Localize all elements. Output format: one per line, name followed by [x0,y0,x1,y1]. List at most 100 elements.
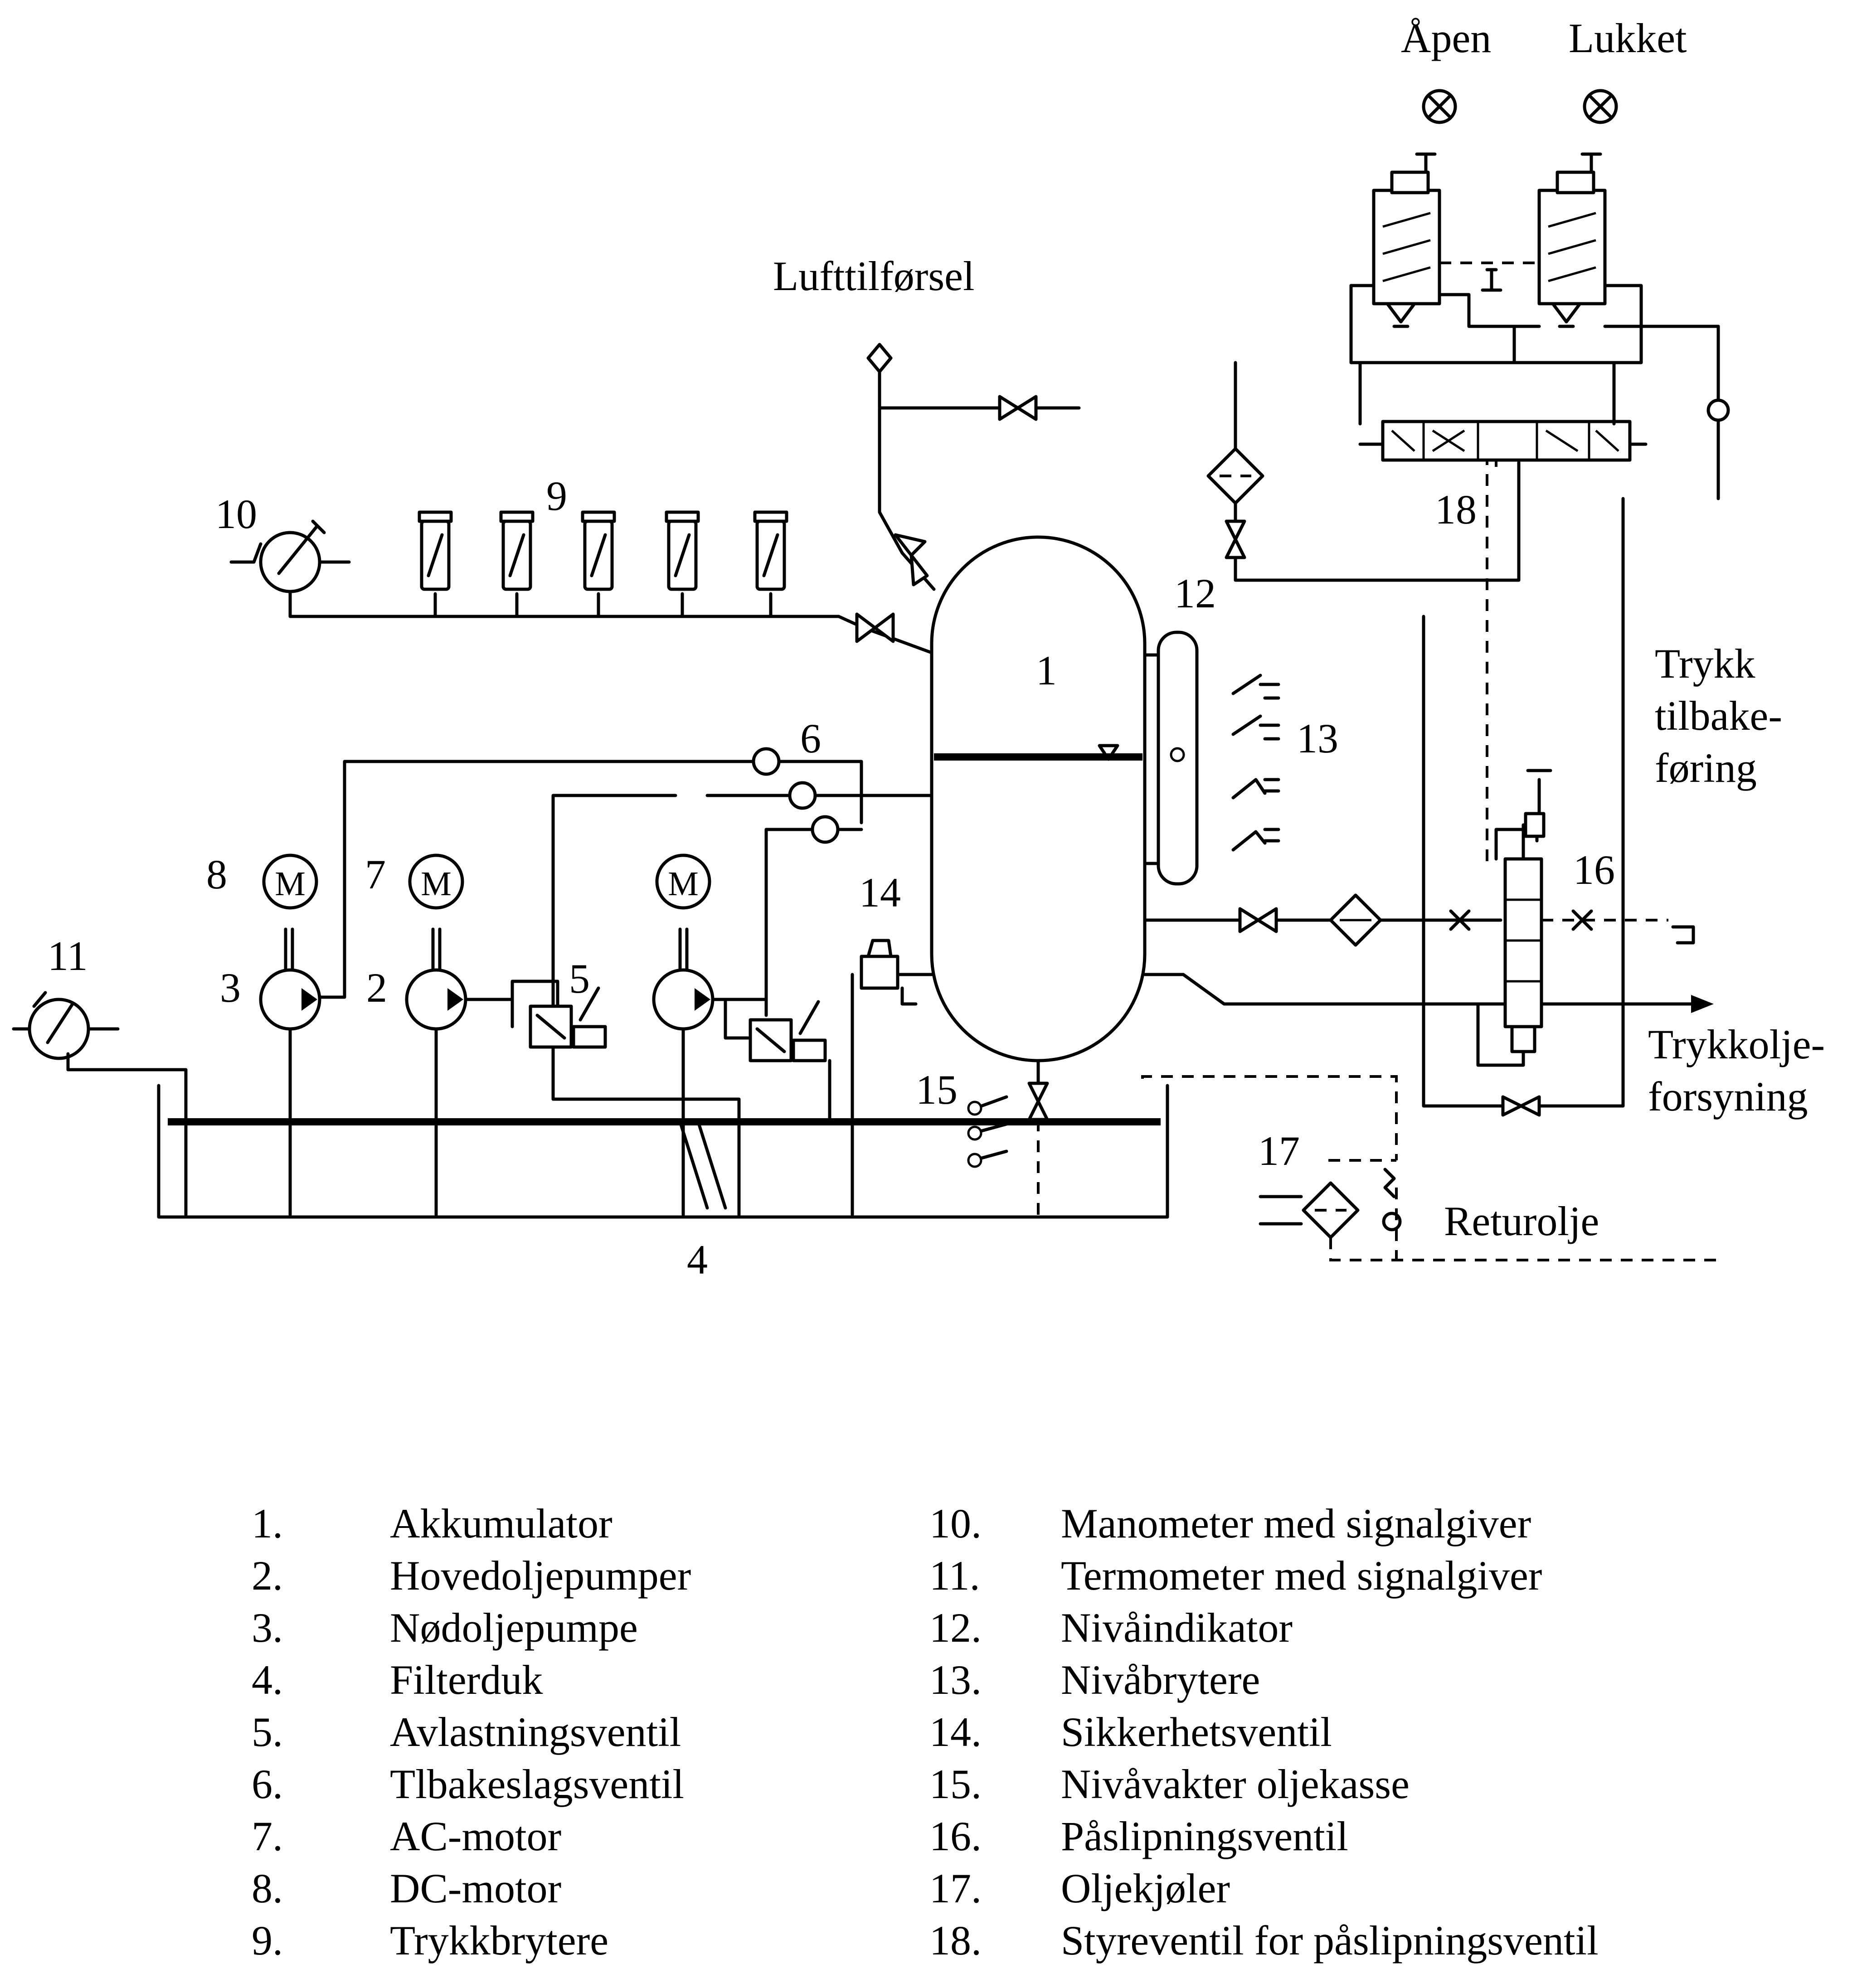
component-number-5: 5 [569,955,590,1002]
level-indicator [1143,630,1199,886]
component-number-1: 1 [1036,647,1057,693]
component-number-6: 6 [800,715,821,761]
component-number-11: 11 [48,933,88,979]
legend-num-14: 14. [929,1709,982,1755]
solenoid-wiring [1349,262,1730,500]
legend-num-5: 5. [252,1709,283,1755]
thermometer-with-signal [12,991,188,1217]
component-number-4: 4 [687,1236,708,1283]
label-pressure-return-3: føring [1655,745,1757,791]
main-pump-2 [652,927,768,1217]
safety-valve [851,939,933,1217]
legend-num-8: 8. [252,1865,283,1911]
component-number-9: 9 [546,473,567,519]
indicator-lamp-closed [1583,89,1618,124]
label-pressure-oil-2: forsyning [1648,1073,1808,1120]
legend-text-4: Filterduk [390,1657,543,1703]
label-pressure-return-2: tilbake- [1655,693,1782,739]
label-pressure-return-1: Trykk [1655,640,1755,687]
pressure-switch-line [288,587,933,655]
legend-num-11: 11. [929,1552,980,1599]
ac-motor-1: M [408,853,464,910]
legend-num-6: 6. [252,1761,283,1807]
legend-text-7: AC-motor [390,1813,562,1859]
legend-text-15: Nivåvakter oljekasse [1061,1761,1410,1807]
legend-num-10: 10. [929,1500,982,1547]
legend: 1. Akkumulator 2. Hovedoljepumper 3. Nød… [0,1491,1857,1988]
legend-text-17: Oljekjøler [1061,1865,1230,1911]
control-filter [1206,361,1521,582]
check-valves [316,747,933,1044]
component-number-18: 18 [1435,486,1477,533]
pressure-switch-4 [665,510,700,591]
legend-text-1: Akkumulator [390,1500,613,1547]
main-pump-1 [405,927,514,1217]
relief-valve-1 [510,979,741,1217]
legend-text-5: Avlastningsventil [390,1709,681,1755]
component-number-12: 12 [1174,570,1216,616]
dc-motor: M [262,853,318,910]
component-number-13: 13 [1297,715,1338,761]
ac-motor-2: M [655,853,711,910]
accumulator [930,535,1147,1090]
pressure-output-lines [1143,497,1714,1117]
legend-text-6: Tlbakeslagsventil [390,1761,684,1807]
legend-num-18: 18. [929,1917,982,1964]
ac-motor-2-symbol: M [668,865,699,903]
component-number-3: 3 [220,965,241,1011]
component-number-15: 15 [916,1067,958,1113]
legend-num-1: 1. [252,1500,283,1547]
component-number-7: 7 [365,851,386,897]
manometer-with-signal [229,519,351,593]
component-number-10: 10 [215,491,257,537]
legend-num-7: 7. [252,1813,283,1859]
legend-text-3: Nødoljepumpe [390,1605,638,1651]
control-valve [1358,361,1648,462]
emergency-pump [259,927,321,1217]
legend-num-12: 12. [929,1605,982,1651]
legend-text-9: Trykkbrytere [390,1917,609,1964]
legend-text-8: DC-motor [390,1865,562,1911]
legend-num-16: 16. [929,1813,982,1859]
legend-text-16: Påslipningsventil [1061,1813,1348,1859]
label-open: Åpen [1401,15,1491,61]
legend-num-4: 4. [252,1657,283,1703]
oil-cooler [1141,1075,1723,1261]
legend-num-9: 9. [252,1917,283,1964]
component-number-2: 2 [366,965,387,1011]
pressure-switch-3 [581,510,616,591]
legend-text-14: Sikkerhetsventil [1061,1709,1332,1755]
pressure-switch-1 [418,510,453,591]
legend-text-13: Nivåbrytere [1061,1657,1260,1703]
solenoid-valve-closed [1537,152,1607,328]
dc-motor-symbol: M [275,865,306,903]
oil-tank [157,1084,1169,1219]
label-return-oil: Returolje [1444,1198,1599,1244]
component-number-8: 8 [206,851,227,897]
relief-valve-2 [724,998,831,1121]
pressure-switch-2 [499,510,535,591]
release-valve [1449,453,1695,1067]
component-number-16: 16 [1573,847,1615,893]
label-pressure-oil-1: Trykkolje- [1648,1021,1825,1067]
indicator-lamp-open [1422,89,1457,124]
label-closed: Lukket [1569,15,1687,61]
air-supply-line [866,343,1081,591]
legend-num-3: 3. [252,1605,283,1651]
solenoid-valve-open [1372,152,1441,328]
component-number-14: 14 [859,869,901,916]
legend-num-13: 13. [929,1657,982,1703]
legend-num-17: 17. [929,1865,982,1911]
legend-num-2: 2. [252,1552,283,1599]
component-number-17: 17 [1258,1128,1300,1174]
legend-text-18: Styreventil for påslipningsventil [1061,1917,1599,1964]
legend-text-12: Nivåindikator [1061,1605,1293,1651]
legend-text-10: Manometer med signalgiver [1061,1500,1531,1547]
legend-text-2: Hovedoljepumper [390,1552,691,1599]
pressure-switch-5 [753,510,788,591]
legend-text-11: Termometer med signalgiver [1061,1552,1542,1599]
label-air-supply: Lufttilførsel [773,253,975,299]
tank-level-switches [967,1081,1049,1215]
valve-pressure-line [855,612,895,643]
